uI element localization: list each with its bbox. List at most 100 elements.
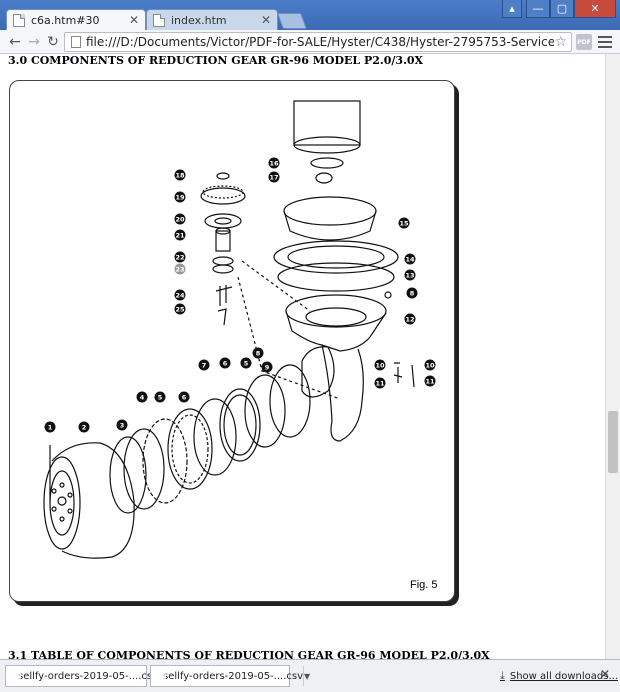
show-all-label: Show all downloads... <box>509 670 618 682</box>
tab-close-icon[interactable]: ✕ <box>128 13 139 27</box>
callout-14: 14 <box>404 253 416 265</box>
callout-20: 20 <box>174 213 186 225</box>
svg-text:23: 23 <box>175 266 184 274</box>
reduction-gear-drawing: 1234567658910111011812131415161718192021… <box>43 100 436 559</box>
address-bar[interactable]: file:///D:/Documents/Victor/PDF-for-SALE… <box>64 32 572 52</box>
download-filename: sellfy-orders-2019-05-....csv <box>18 670 159 682</box>
callout-4: 4 <box>136 391 148 403</box>
pdf-extension-icon[interactable]: PDF <box>576 34 592 50</box>
minimize-button[interactable]: — <box>526 0 550 18</box>
download-filename: sellfy-orders-2019-05-....csv <box>163 670 304 682</box>
svg-text:16: 16 <box>269 160 279 168</box>
svg-text:8: 8 <box>410 290 415 298</box>
toolbar: ← → ↻ file:///D:/Documents/Victor/PDF-fo… <box>0 30 620 54</box>
callout-21: 21 <box>174 229 186 241</box>
tab-index[interactable]: index.htm ✕ <box>146 9 278 30</box>
motor-housing <box>293 100 361 146</box>
callout-25: 25 <box>174 303 186 315</box>
svg-text:5: 5 <box>158 394 163 402</box>
close-icon[interactable]: ✕ <box>600 667 611 681</box>
svg-text:10: 10 <box>375 362 385 370</box>
page-content: 3.0 COMPONENTS OF REDUCTION GEAR GR-96 M… <box>0 54 605 659</box>
svg-text:21: 21 <box>175 232 185 240</box>
maximize-button[interactable]: ▢ <box>550 0 574 18</box>
svg-text:11: 11 <box>375 380 385 388</box>
callout-7: 7 <box>198 359 210 371</box>
svg-text:6: 6 <box>182 394 187 402</box>
close-window-button[interactable]: ✕ <box>574 0 616 18</box>
callout-9: 9 <box>261 361 273 373</box>
svg-text:12: 12 <box>405 316 414 324</box>
callout-8: 8 <box>406 287 418 299</box>
svg-text:20: 20 <box>175 216 185 224</box>
callout-5: 5 <box>240 357 252 369</box>
callout-24: 24 <box>174 289 186 301</box>
scrollbar-thumb[interactable] <box>608 411 618 473</box>
tab-label: index.htm <box>171 13 227 27</box>
callout-10: 10 <box>424 359 436 371</box>
svg-text:1: 1 <box>48 424 53 432</box>
callout-11: 11 <box>424 375 436 387</box>
svg-text:24: 24 <box>175 292 185 300</box>
title-bar: c6a.htm#30 ✕ index.htm ✕ ▴ — ▢ ✕ <box>0 0 620 30</box>
callout-12: 12 <box>404 313 416 325</box>
svg-text:10: 10 <box>425 362 435 370</box>
figure-label: Fig. 5 <box>410 579 438 591</box>
svg-text:22: 22 <box>175 254 184 262</box>
svg-text:7: 7 <box>202 362 207 370</box>
svg-text:3: 3 <box>120 422 125 430</box>
callout-1: 1 <box>44 421 56 433</box>
page-icon <box>153 13 165 27</box>
svg-text:25: 25 <box>175 306 185 314</box>
callout-6: 6 <box>219 357 231 369</box>
callout-17: 17 <box>268 171 280 183</box>
callout-13: 13 <box>404 269 416 281</box>
svg-text:14: 14 <box>405 256 415 264</box>
svg-text:9: 9 <box>265 364 270 372</box>
callout-19: 19 <box>174 191 186 203</box>
tab-label: c6a.htm#30 <box>31 13 100 27</box>
tab-close-icon[interactable]: ✕ <box>260 13 271 27</box>
svg-text:8: 8 <box>256 350 261 358</box>
callout-10: 10 <box>374 359 386 371</box>
menu-icon[interactable] <box>598 34 612 50</box>
next-section-heading: 3.1 TABLE OF COMPONENTS OF REDUCTION GEA… <box>8 649 490 659</box>
download-item[interactable]: sellfy-orders-2019-05-....csv ▼ <box>150 665 310 687</box>
svg-text:19: 19 <box>175 194 185 202</box>
chevron-down-icon[interactable]: ▼ <box>303 666 310 686</box>
svg-text:4: 4 <box>140 394 145 402</box>
callout-6: 6 <box>178 391 190 403</box>
bookmark-star-icon[interactable]: ☆ <box>554 34 567 50</box>
back-arrow-icon[interactable]: ← <box>9 34 21 50</box>
new-tab-button[interactable] <box>277 13 307 29</box>
svg-text:15: 15 <box>399 220 409 228</box>
callout-16: 16 <box>268 157 280 169</box>
download-item[interactable]: sellfy-orders-2019-05-....csv ▼ <box>5 665 165 687</box>
callout-23: 23 <box>174 263 186 275</box>
callout-18: 18 <box>174 169 186 181</box>
callout-5: 5 <box>154 391 166 403</box>
page-icon <box>71 36 81 48</box>
show-all-downloads-link[interactable]: ⤓ Show all downloads... <box>500 669 618 683</box>
callout-3: 3 <box>116 419 128 431</box>
callout-15: 15 <box>398 217 410 229</box>
reload-icon[interactable]: ↻ <box>47 34 59 50</box>
page-icon <box>13 13 25 27</box>
callout-2: 2 <box>78 421 90 433</box>
svg-text:5: 5 <box>244 360 249 368</box>
svg-text:11: 11 <box>425 378 435 386</box>
svg-text:18: 18 <box>175 172 185 180</box>
callout-22: 22 <box>174 251 186 263</box>
download-icon: ⤓ <box>500 669 505 682</box>
user-icon[interactable]: ▴ <box>502 0 522 18</box>
forward-arrow-icon[interactable]: → <box>28 34 40 50</box>
vertical-scrollbar[interactable] <box>605 54 620 659</box>
callout-11: 11 <box>374 377 386 389</box>
tab-c6a[interactable]: c6a.htm#30 ✕ <box>6 9 146 30</box>
svg-text:17: 17 <box>269 174 278 182</box>
svg-text:6: 6 <box>223 360 228 368</box>
callout-8: 8 <box>252 347 264 359</box>
url-text[interactable]: file:///D:/Documents/Victor/PDF-for-SALE… <box>86 35 555 49</box>
downloads-bar: sellfy-orders-2019-05-....csv ▼ sellfy-o… <box>0 659 620 692</box>
